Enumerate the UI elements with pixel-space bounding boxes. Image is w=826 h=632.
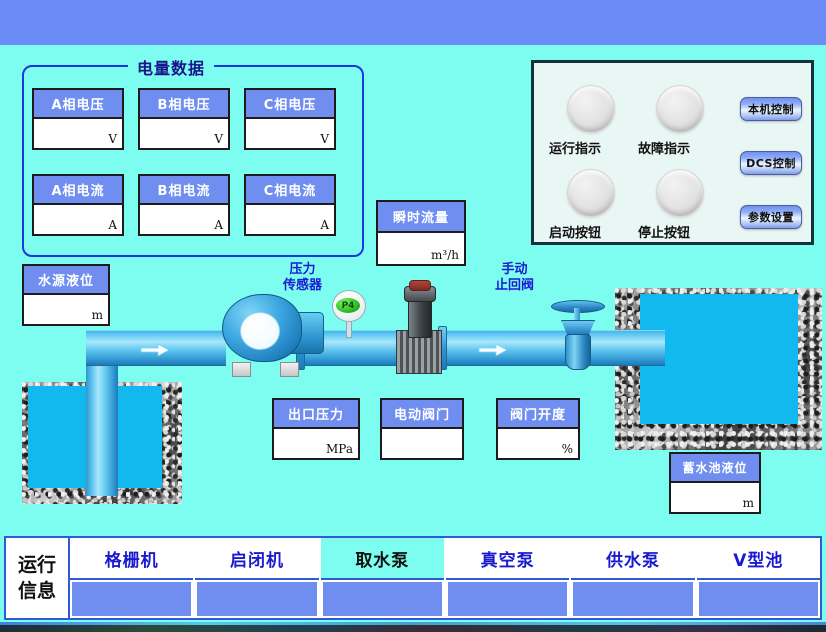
flow-readout[interactable]: 瞬时流量 m³/h — [376, 200, 466, 266]
meter-c-voltage-value: V — [246, 119, 334, 148]
tab-supply-pump[interactable]: 供水泵 — [571, 538, 697, 618]
meter-a-current[interactable]: A相电流 A — [32, 174, 124, 236]
meter-b-voltage[interactable]: B相电压 V — [138, 88, 230, 150]
gate-valve-body — [565, 334, 591, 370]
tab-supply-pump-panel — [571, 580, 695, 618]
electric-valve-body[interactable] — [408, 296, 432, 338]
bottom-tab-bar: 运行 信息 格栅机 启闭机 取水泵 真空泵 供水泵 — [4, 536, 822, 620]
parameter-settings-button[interactable]: 参数设置 — [740, 205, 802, 229]
pump-foot-right — [280, 362, 299, 377]
tab-intake-pump-panel — [320, 580, 444, 618]
power-data-group-title: 电量数据 — [128, 55, 215, 79]
tab-grille-machine[interactable]: 格栅机 — [70, 538, 196, 618]
electric-valve-label: 电动阀门 — [382, 400, 462, 429]
pressure-sensor-label: 压力 传感器 — [283, 262, 322, 294]
pump-foot-left — [232, 362, 251, 377]
meter-a-voltage-value: V — [34, 119, 122, 148]
electric-valve-readout[interactable]: 电动阀门 — [380, 398, 464, 460]
reservoir-level-value: m — [671, 483, 759, 512]
meter-a-voltage-label: A相电压 — [34, 90, 122, 119]
outlet-pressure-readout[interactable]: 出口压力 MPa — [272, 398, 360, 460]
flow-arrow-right — [478, 343, 508, 357]
pipe-segment-right — [430, 330, 665, 366]
tab-hoist[interactable]: 启闭机 — [195, 538, 321, 618]
control-panel: 运行指示 故障指示 启动按钮 停止按钮 本机控制 DCS控制 参数设置 — [531, 60, 814, 245]
meter-c-voltage[interactable]: C相电压 V — [244, 88, 336, 150]
reservoir-basin-water — [640, 294, 798, 424]
local-control-button[interactable]: 本机控制 — [740, 97, 802, 121]
run-indicator-lamp — [567, 85, 615, 133]
meter-a-voltage[interactable]: A相电压 V — [32, 88, 124, 150]
tab-intake-pump-label[interactable]: 取水泵 — [320, 538, 444, 580]
meter-c-voltage-label: C相电压 — [246, 90, 334, 119]
outlet-pressure-value: MPa — [274, 429, 358, 458]
tab-vacuum-pump[interactable]: 真空泵 — [445, 538, 572, 618]
tab-hoist-panel — [195, 580, 319, 618]
check-valve-label-line1: 手动 — [501, 262, 528, 277]
valve-opening-readout[interactable]: 阀门开度 % — [496, 398, 580, 460]
meter-b-current-label: B相电流 — [140, 176, 228, 205]
reservoir-level-readout[interactable]: 蓄水池液位 m — [669, 452, 761, 514]
tab-grille-machine-label[interactable]: 格栅机 — [70, 538, 194, 580]
meter-a-current-value: A — [34, 205, 122, 234]
intake-pump[interactable] — [218, 292, 324, 380]
pressure-sensor-label-line2: 传感器 — [283, 278, 323, 293]
run-info-line2: 信息 — [17, 580, 56, 602]
source-level-readout[interactable]: 水源液位 m — [22, 264, 110, 326]
meter-b-current-value: A — [140, 205, 228, 234]
start-button-lamp[interactable] — [567, 169, 615, 217]
flow-value: m³/h — [378, 233, 464, 264]
tab-list: 格栅机 启闭机 取水泵 真空泵 供水泵 V型池 — [70, 538, 820, 618]
meter-c-current-value: A — [246, 205, 334, 234]
source-level-value: m — [24, 295, 108, 324]
run-indicator-label: 运行指示 — [549, 142, 602, 157]
valve-opening-label: 阀门开度 — [498, 400, 578, 429]
meter-b-voltage-value: V — [140, 119, 228, 148]
pressure-sensor-label-line1: 压力 — [289, 262, 316, 277]
tab-v-type-basin-panel — [696, 580, 820, 618]
source-level-label: 水源液位 — [24, 266, 108, 295]
check-valve-label-line2: 止回阀 — [495, 278, 535, 293]
meter-c-current[interactable]: C相电流 A — [244, 174, 336, 236]
dcs-control-button[interactable]: DCS控制 — [740, 151, 802, 175]
outlet-pressure-label: 出口压力 — [274, 400, 358, 429]
taskbar-strip — [0, 622, 826, 632]
tab-hoist-label[interactable]: 启闭机 — [195, 538, 319, 580]
reservoir-level-label: 蓄水池液位 — [671, 454, 759, 483]
flow-arrow-left — [140, 343, 170, 357]
tab-v-type-basin-label[interactable]: V型池 — [696, 538, 820, 580]
meter-b-current[interactable]: B相电流 A — [138, 174, 230, 236]
header-band — [0, 0, 826, 45]
tab-grille-machine-panel — [70, 580, 194, 618]
electric-valve-handwheel — [409, 280, 431, 291]
pressure-sensor-tag: P4 — [336, 298, 360, 313]
tab-vacuum-pump-panel — [445, 580, 570, 618]
pump-hub — [240, 312, 280, 350]
run-info-line1: 运行 — [17, 554, 56, 576]
meter-b-voltage-label: B相电压 — [140, 90, 228, 119]
start-button-label: 启动按钮 — [549, 226, 602, 241]
fault-indicator-lamp — [656, 85, 704, 133]
tab-vacuum-pump-label[interactable]: 真空泵 — [445, 538, 570, 580]
valve-opening-value: % — [498, 429, 578, 458]
meter-a-current-label: A相电流 — [34, 176, 122, 205]
gate-valve-stem — [574, 308, 580, 324]
fault-indicator-label: 故障指示 — [638, 142, 691, 157]
tab-v-type-basin[interactable]: V型池 — [696, 538, 820, 618]
run-info-label: 运行 信息 — [6, 538, 70, 618]
stop-button-lamp[interactable] — [656, 169, 704, 217]
flow-label: 瞬时流量 — [378, 202, 464, 233]
electric-valve-value — [382, 429, 462, 458]
meter-c-current-label: C相电流 — [246, 176, 334, 205]
stop-button-label: 停止按钮 — [638, 226, 691, 241]
tab-supply-pump-label[interactable]: 供水泵 — [571, 538, 695, 580]
tab-intake-pump[interactable]: 取水泵 — [320, 538, 446, 618]
check-valve-label: 手动 止回阀 — [495, 262, 534, 294]
